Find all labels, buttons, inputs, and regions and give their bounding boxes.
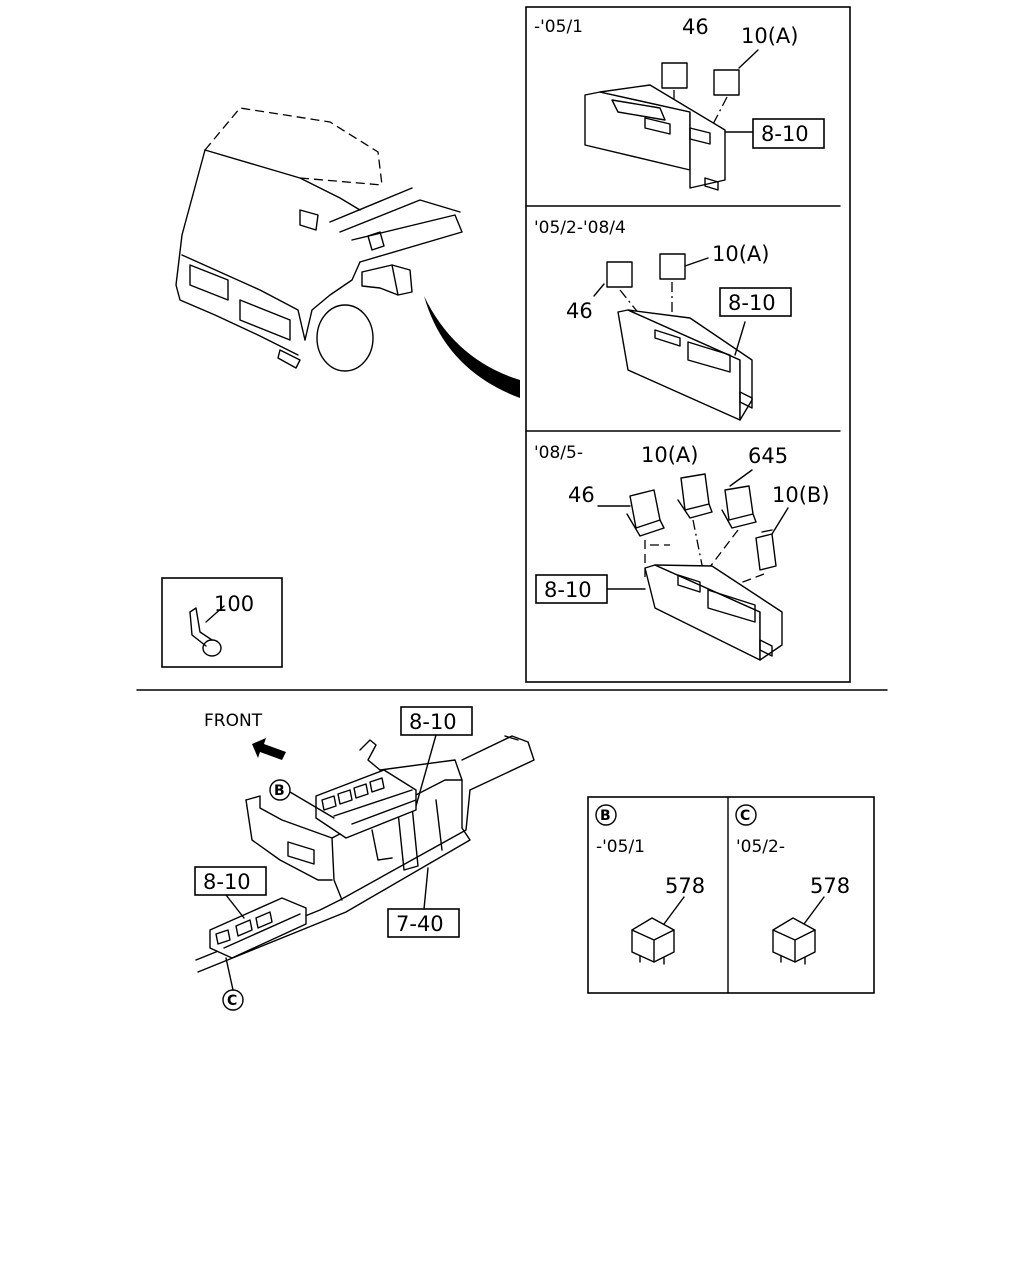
panel-2-part-10a: 10(A)	[712, 242, 769, 266]
variant-panel-2: '05/2-'08/4 10(A) 46 8-10	[534, 218, 792, 421]
marker-c: C	[227, 993, 237, 1009]
relay-10b-icon	[755, 533, 777, 571]
panel-2-ref-box-label: 8-10	[728, 291, 776, 315]
detail-b-period: -'05/1	[596, 837, 645, 857]
frame-assembly-drawing: FRONT 8-10 B	[194, 706, 535, 1011]
clip-part-label: 100	[214, 592, 254, 616]
panel-3-part-46: 46	[568, 483, 595, 507]
panel-3-part-645: 645	[748, 444, 788, 468]
panel-2-ref-box	[719, 287, 792, 317]
detail-b: B -'05/1 578	[595, 804, 705, 965]
detail-b-marker: B	[600, 808, 611, 824]
clip-part: 100	[161, 577, 283, 668]
relay-10a-icon	[680, 473, 710, 511]
panel-1-period: -'05/1	[534, 17, 583, 37]
detail-panels: B -'05/1 578 C '05/2- 578	[587, 796, 875, 994]
relay-10a-icon	[659, 253, 686, 280]
detail-c: C '05/2- 578	[735, 804, 850, 965]
front-arrow-icon	[252, 738, 286, 760]
lower-ref-box-left-label: 8-10	[203, 870, 251, 894]
lower-ref-box-top	[400, 706, 473, 736]
lower-ref-box-frame-label: 7-40	[396, 912, 444, 936]
detail-c-part: 578	[810, 874, 850, 898]
variant-panel-3: '08/5- 10(A) 645 46 10(B) 8-10	[534, 443, 830, 661]
variant-panel-1: -'05/1 46 10(A) 8-10	[534, 15, 825, 191]
panel-2-period: '05/2-'08/4	[534, 218, 626, 238]
lower-ref-box-left	[194, 866, 267, 896]
lower-ref-box-frame	[387, 908, 460, 938]
relay-46-icon	[606, 261, 633, 288]
panel-3-period: '08/5-	[534, 443, 583, 463]
panel-3-part-10a: 10(A)	[641, 443, 698, 467]
detail-c-period: '05/2-	[736, 837, 785, 857]
detail-b-part: 578	[665, 874, 705, 898]
marker-b: B	[274, 783, 285, 799]
lower-ref-box-top-label: 8-10	[409, 710, 457, 734]
relay-10a-icon	[713, 69, 740, 96]
panel-3-ref-box	[535, 574, 608, 604]
truck-cab-drawing	[175, 107, 520, 398]
relay-46-icon	[661, 62, 688, 89]
detail-c-marker: C	[740, 808, 750, 824]
panel-1-part-46: 46	[682, 15, 709, 39]
panel-3-ref-box-label: 8-10	[544, 578, 592, 602]
panel-1-ref-box	[752, 118, 825, 149]
front-label: FRONT	[204, 711, 263, 731]
relay-645-icon	[724, 485, 754, 521]
panel-1-part-10a: 10(A)	[741, 24, 798, 48]
panel-2-part-46: 46	[566, 299, 593, 323]
panel-3-part-10b: 10(B)	[772, 483, 830, 507]
panel-1-ref-box-label: 8-10	[761, 122, 809, 146]
